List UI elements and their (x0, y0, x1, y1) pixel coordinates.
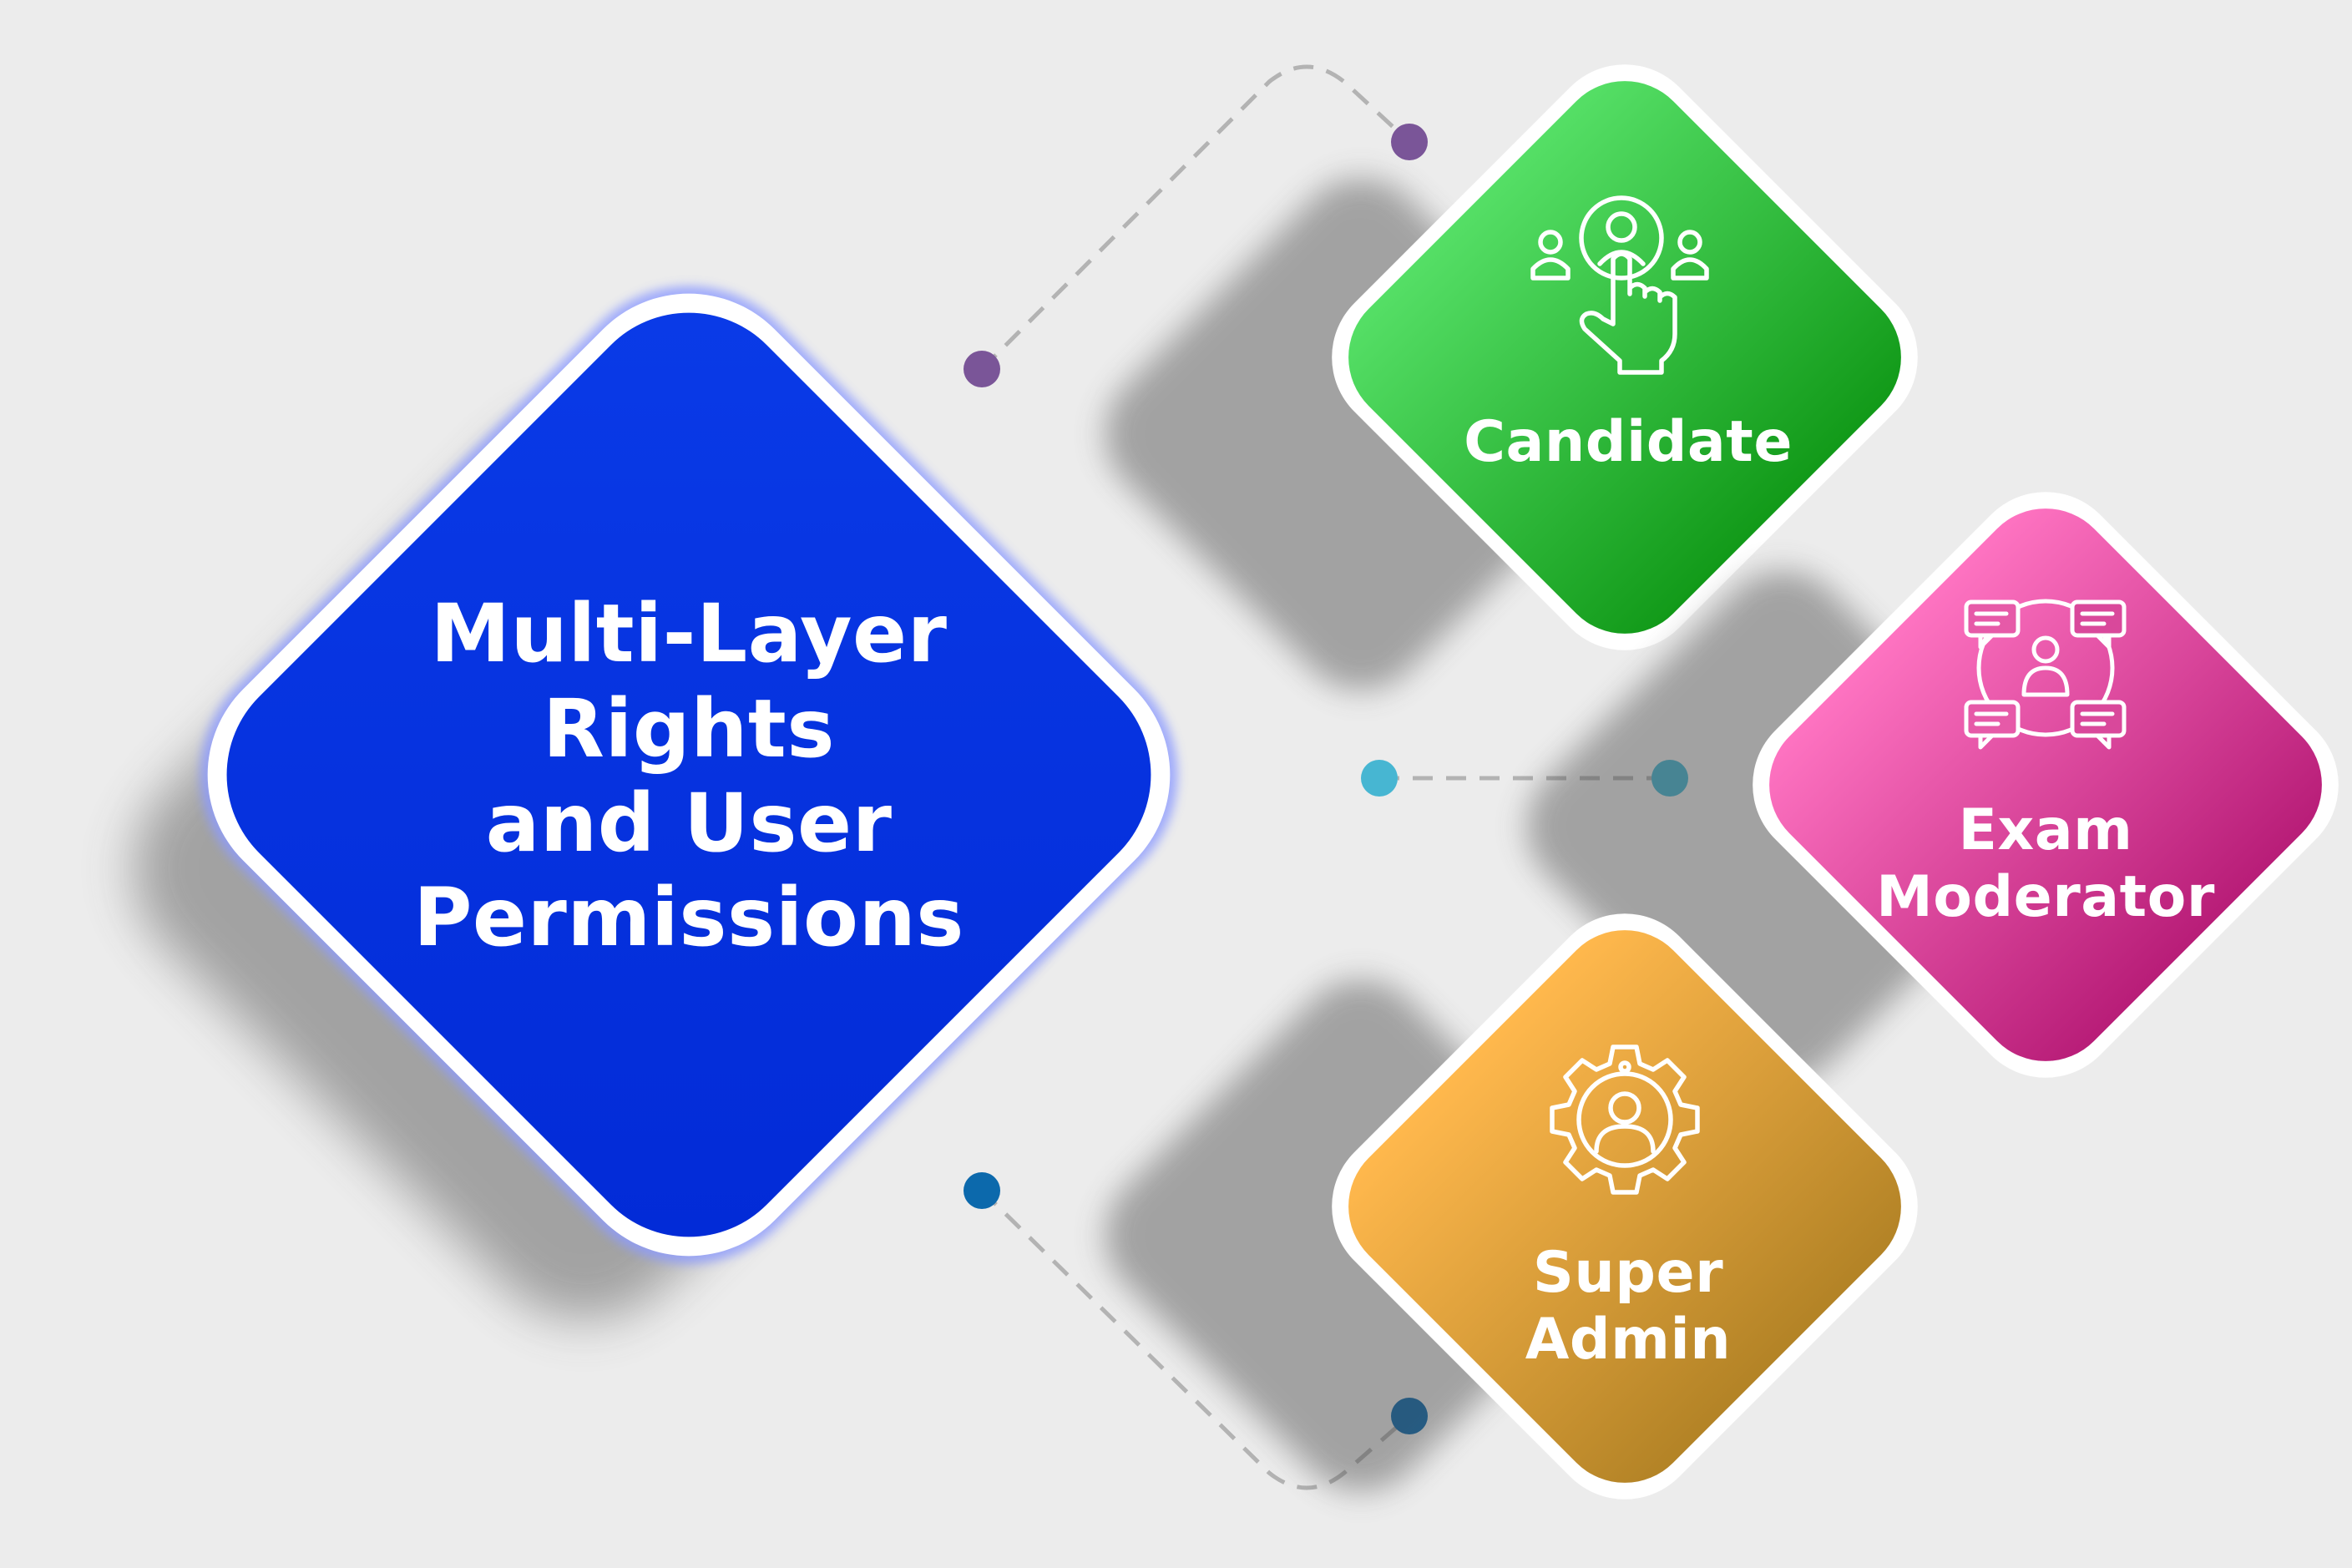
main-title-line-4: Permissions (413, 871, 964, 965)
super-admin-label-line-1: Super (1532, 1239, 1724, 1306)
main-title-line-1: Multi-Layer (430, 587, 948, 681)
main-title: Multi-Layer Rights and User Permissions (384, 543, 994, 1010)
exam-moderator-label: Exam Moderator (1837, 785, 2254, 943)
super-admin-label: Super Admin (1419, 1227, 1837, 1386)
super-admin-diamond (1105, 913, 1918, 1500)
user-select-icon (1530, 195, 1709, 375)
main-title-line-2: Rights (543, 681, 835, 776)
exam-moderator-label-line-1: Exam (1958, 797, 2133, 863)
connector-dot-candidate-start (964, 351, 1000, 387)
discussion-group-icon (1964, 599, 2127, 750)
super-admin-label-line-2: Admin (1525, 1307, 1732, 1373)
candidate-label-line-1: Candidate (1464, 408, 1793, 475)
candidate-diamond (1105, 64, 1918, 690)
connector-dot-candidate-end (1391, 124, 1428, 160)
exam-moderator-label-line-2: Moderator (1876, 864, 2215, 930)
connector-dot-moderator-start (1361, 760, 1398, 797)
user-gear-icon (1550, 1044, 1700, 1195)
candidate-label: Candidate (1419, 409, 1837, 476)
connector-candidate (980, 64, 1411, 371)
main-title-line-3: and User (485, 776, 893, 870)
main-diamond (133, 286, 1178, 1320)
connector-dot-admin-start (964, 1172, 1000, 1209)
